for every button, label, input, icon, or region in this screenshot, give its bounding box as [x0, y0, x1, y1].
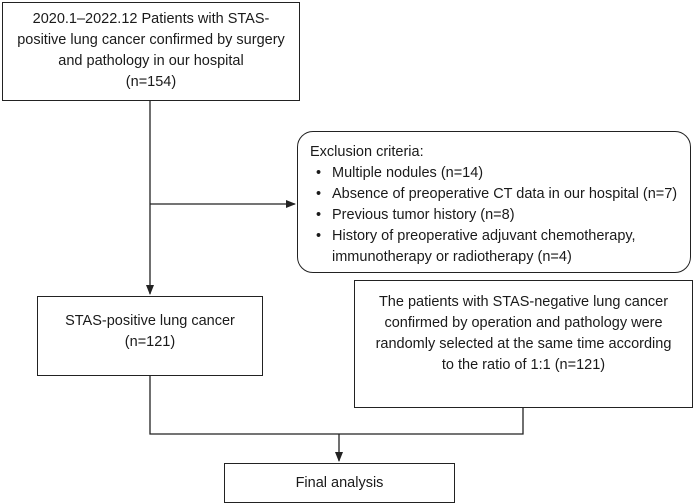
exclusion-item: • Absence of preoperative CT data in our…: [310, 184, 690, 205]
stas-positive-count: (n=121): [124, 334, 176, 350]
initial-cohort-line: 2020.1–2022.12 Patients with STAS-: [32, 11, 270, 27]
stas-negative-line: The patients with STAS-negative lung can…: [378, 294, 669, 310]
initial-cohort-line: and pathology in our hospital: [58, 53, 244, 69]
connector-merge: [149, 376, 524, 435]
exclusion-criteria-box: Exclusion criteria: • Multiple nodules (…: [297, 131, 691, 273]
exclusion-item: • Previous tumor history (n=8): [310, 205, 690, 226]
initial-cohort-box: 2020.1–2022.12 Patients with STAS- posit…: [2, 2, 300, 101]
stas-negative-line: randomly selected at the same time accor…: [375, 336, 672, 352]
initial-cohort-line: positive lung cancer confirmed by surger…: [17, 32, 285, 48]
exclusion-item-text: immunotherapy or radiotherapy (n=4): [332, 249, 572, 265]
exclusion-item-text: Absence of preoperative CT data in our h…: [332, 186, 678, 202]
exclusion-item-text: Previous tumor history (n=8): [332, 207, 515, 223]
exclusion-item-text: History of preoperative adjuvant chemoth…: [332, 228, 636, 244]
stas-negative-line: confirmed by operation and pathology wer…: [384, 315, 663, 331]
stas-negative-box: The patients with STAS-negative lung can…: [354, 280, 693, 408]
exclusion-item: • Multiple nodules (n=14): [310, 163, 690, 184]
exclusion-item-text: Multiple nodules (n=14): [332, 165, 484, 181]
exclusion-item: • History of preoperative adjuvant chemo…: [310, 226, 690, 268]
stas-negative-line: to the ratio of 1:1 (n=121): [441, 357, 606, 373]
bullet-icon: •: [316, 165, 322, 181]
bullet-icon: •: [316, 207, 322, 223]
initial-cohort-count: (n=154): [125, 74, 177, 90]
final-analysis-label: Final analysis: [295, 475, 384, 491]
bullet-icon: •: [316, 228, 322, 244]
exclusion-title: Exclusion criteria:: [310, 144, 424, 160]
stas-positive-label: STAS-positive lung cancer: [65, 313, 235, 329]
bullet-icon: •: [316, 186, 322, 202]
stas-positive-box: STAS-positive lung cancer (n=121): [37, 296, 263, 376]
final-analysis-box: Final analysis: [224, 463, 455, 503]
